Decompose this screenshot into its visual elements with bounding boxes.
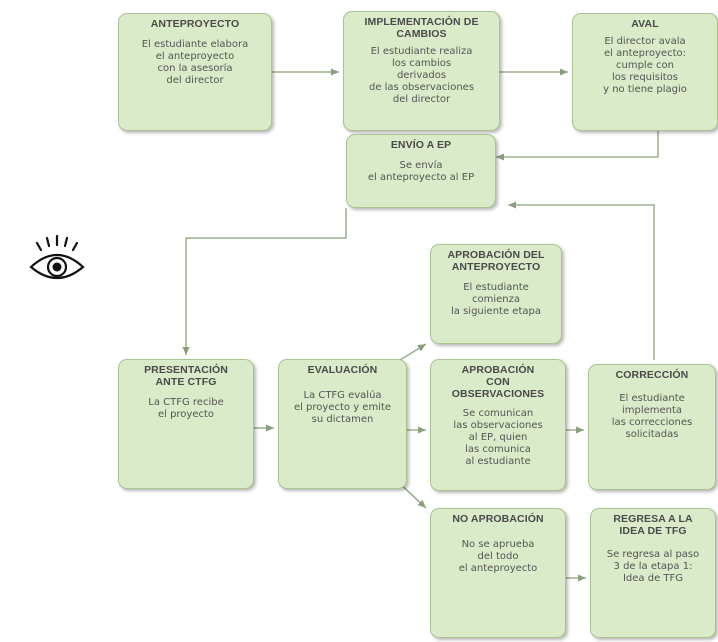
- box-aval-title: AVAL: [631, 18, 659, 30]
- box-anteproyecto: ANTEPROYECTO El estudiante elabora el an…: [118, 13, 272, 131]
- arrow-envio-to-presentacion: [182, 208, 347, 355]
- box-correccion-title: CORRECCIÓN: [615, 369, 689, 381]
- box-aprobacion-observaciones-text: Se comunican las observaciones al EP, qu…: [453, 408, 543, 467]
- box-correccion: CORRECCIÓN El estudiante implementa las …: [588, 364, 716, 490]
- box-regresa-idea-tfg-text: Se regresa al paso 3 de la etapa 1: Idea…: [606, 549, 700, 584]
- box-envio-ep-text: Se envía el anteproyecto al EP: [367, 160, 475, 183]
- box-aprobacion-observaciones-title: APROBACIÓN CON OBSERVACIONES: [451, 364, 545, 400]
- arrow-correccion-to-envio: [508, 201, 655, 360]
- box-anteproyecto-title: ANTEPROYECTO: [150, 18, 240, 30]
- box-no-aprobacion-text: No se aprueba del todo el anteproyecto: [458, 539, 538, 574]
- arrow-aval-to-envio: [496, 130, 659, 161]
- box-evaluacion-title: EVALUACIÓN: [307, 364, 378, 376]
- box-presentacion-ctfg-text: La CTFG recibe el proyecto: [148, 397, 224, 420]
- box-implementacion-text: El estudiante realiza los cambios deriva…: [368, 46, 475, 105]
- box-evaluacion-text: La CTFG evalúa el proyecto y emite su di…: [293, 390, 392, 425]
- box-envio-ep-title: ENVÍO A EP: [390, 139, 452, 151]
- arrow-evaluacion-to-aprobacion: [399, 343, 427, 361]
- box-aprobacion-observaciones: APROBACIÓN CON OBSERVACIONES Se comunica…: [430, 359, 566, 491]
- box-aprobacion-anteproyecto: APROBACIÓN DEL ANTEPROYECTO El estudiant…: [430, 244, 562, 344]
- box-regresa-idea-tfg: REGRESA A LA IDEA DE TFG Se regresa al p…: [590, 508, 716, 638]
- box-presentacion-ctfg-title: PRESENTACIÓN ANTE CTFG: [144, 364, 228, 388]
- box-no-aprobacion: NO APROBACIÓN No se aprueba del todo el …: [430, 508, 566, 638]
- box-implementacion-title: IMPLEMENTACIÓN DE CAMBIOS: [364, 16, 479, 40]
- box-anteproyecto-text: El estudiante elabora el anteproyecto co…: [141, 39, 249, 86]
- box-aprobacion-anteproyecto-title: APROBACIÓN DEL ANTEPROYECTO: [447, 249, 545, 273]
- box-regresa-idea-tfg-title: REGRESA A LA IDEA DE TFG: [613, 513, 693, 537]
- box-aprobacion-anteproyecto-text: El estudiante comienza la siguiente etap…: [451, 282, 541, 317]
- box-presentacion-ctfg: PRESENTACIÓN ANTE CTFG La CTFG recibe el…: [118, 359, 254, 489]
- box-evaluacion: EVALUACIÓN La CTFG evalúa el proyecto y …: [278, 359, 407, 489]
- box-no-aprobacion-title: NO APROBACIÓN: [452, 513, 544, 525]
- box-implementacion: IMPLEMENTACIÓN DE CAMBIOS El estudiante …: [343, 11, 500, 131]
- box-aval: AVAL El director avala el anteproyecto: …: [572, 13, 718, 131]
- eye-icon: [28, 234, 86, 289]
- box-envio-ep: ENVÍO A EP Se envía el anteproyecto al E…: [346, 134, 496, 208]
- box-aval-text: El director avala el anteproyecto: cumpl…: [603, 36, 687, 95]
- box-correccion-text: El estudiante implementa las correccione…: [611, 393, 693, 440]
